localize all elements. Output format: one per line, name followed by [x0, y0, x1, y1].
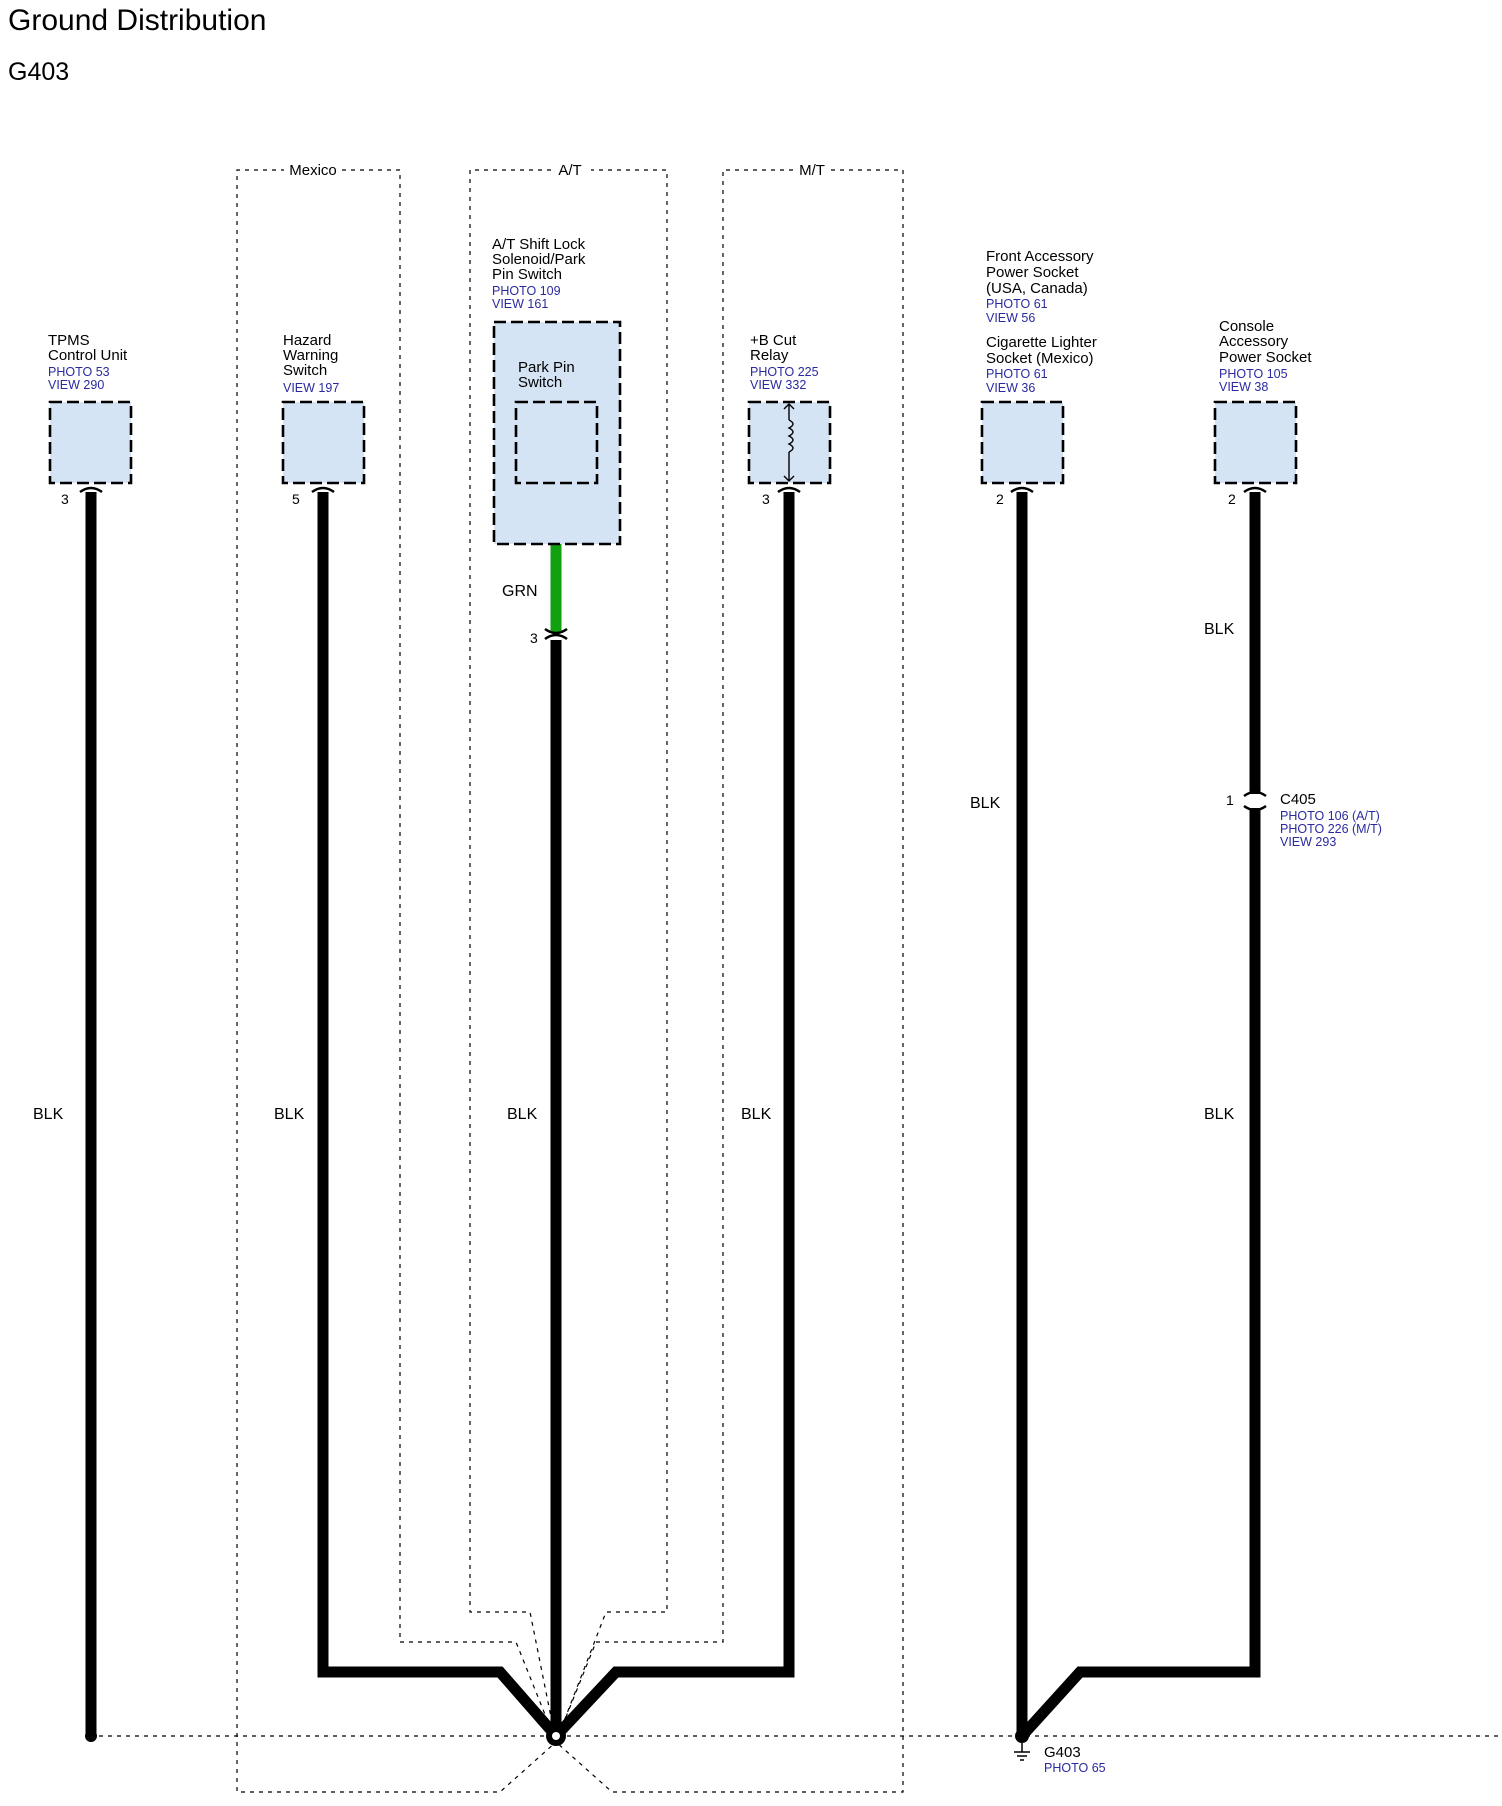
wire-label-tpms: BLK: [33, 1106, 64, 1123]
component-hazard: [281, 400, 366, 485]
component-front-socket: [980, 400, 1065, 485]
pin-front-socket: 2: [996, 491, 1004, 507]
label-shiftlock: A/T Shift Lock Solenoid/Park Pin Switch: [492, 236, 590, 283]
option-box-mt: M/T: [555, 160, 904, 1793]
label-park-pin-switch: Park Pin Switch: [518, 359, 579, 391]
wire-console-lower: [1017, 808, 1261, 1740]
wire-label-console-upper: BLK: [1204, 621, 1235, 638]
pin-relay: 3: [762, 491, 770, 507]
wires: [85, 480, 1261, 1740]
page-title: Ground Distribution: [8, 4, 266, 37]
ground-symbol-icon: [1014, 1743, 1030, 1761]
pin-console-socket: 2: [1228, 491, 1236, 507]
label-relay: +B Cut Relay: [750, 332, 800, 364]
label-front-socket: Front Accessory Power Socket (USA, Canad…: [986, 248, 1098, 297]
ref-console-socket: PHOTO 105 VIEW 38: [1219, 367, 1291, 394]
wire-label-shiftlock: BLK: [507, 1106, 538, 1123]
option-label-mt: M/T: [799, 162, 825, 179]
page-subtitle: G403: [8, 58, 69, 86]
connector-c405: [1243, 790, 1267, 812]
wire-label-front-socket: BLK: [970, 795, 1001, 812]
option-box-mexico: Mexico: [236, 160, 557, 1793]
wire-label-console-lower: BLK: [1204, 1106, 1235, 1123]
option-label-at: A/T: [558, 162, 581, 179]
ref-hazard: VIEW 197: [283, 381, 339, 395]
pin-shiftlock: 3: [530, 630, 538, 646]
wire-label-grn: GRN: [502, 583, 538, 600]
ref-front-socket: PHOTO 61 VIEW 56: [986, 297, 1051, 325]
pin-c405: 1: [1226, 792, 1234, 808]
ref-shiftlock: PHOTO 109 VIEW 161: [492, 284, 564, 311]
ground-dot-g403: [1015, 1729, 1029, 1743]
pin-hazard: 5: [292, 491, 300, 507]
component-tpms: [48, 400, 133, 485]
ref-c405: PHOTO 106 (A/T) PHOTO 226 (M/T) VIEW 293: [1280, 809, 1385, 849]
label-c405: C405: [1280, 791, 1316, 808]
pin-tpms: 3: [61, 491, 69, 507]
component-console-socket: [1213, 400, 1298, 485]
option-box-at: A/T: [469, 160, 668, 1743]
wire-relay: [551, 492, 795, 1740]
label-console-socket: Console Accessory Power Socket: [1219, 318, 1312, 366]
wire-label-hazard: BLK: [274, 1106, 305, 1123]
option-label-mexico: Mexico: [289, 162, 337, 179]
ref-tpms: PHOTO 53 VIEW 290: [48, 365, 113, 392]
park-pin-switch: [514, 400, 599, 485]
label-hazard: Hazard Warning Switch: [283, 332, 342, 379]
label-cigarette-lighter: Cigarette Lighter Socket (Mexico): [986, 334, 1101, 367]
label-g403: G403: [1044, 1744, 1081, 1761]
connector-shiftlock-pin: [544, 627, 568, 641]
ref-g403: PHOTO 65: [1044, 1761, 1106, 1775]
wire-label-relay: BLK: [741, 1106, 772, 1123]
pin-stubs: [79, 486, 1267, 494]
wire-hazard: [317, 492, 561, 1740]
ref-relay: PHOTO 225 VIEW 332: [750, 365, 822, 392]
label-tpms: TPMS Control Unit: [48, 332, 128, 364]
relay-coil-icon: [783, 403, 795, 482]
ground-dot-tpms: [85, 1730, 97, 1742]
ref-cigarette-lighter: PHOTO 61 VIEW 36: [986, 367, 1051, 395]
